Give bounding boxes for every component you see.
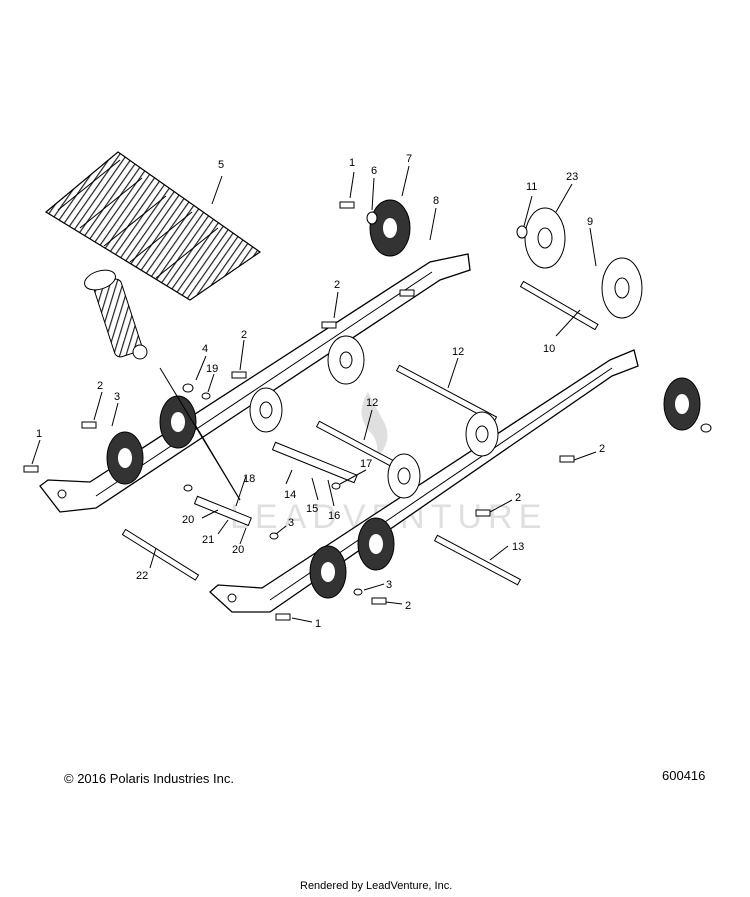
callout-13: 13 bbox=[512, 541, 524, 553]
callout-18: 18 bbox=[243, 473, 255, 485]
copyright-notice: © 2016 Polaris Industries Inc. bbox=[64, 771, 234, 786]
callout-4: 4 bbox=[202, 343, 208, 355]
callout-8: 8 bbox=[433, 195, 439, 207]
shock-absorber-part bbox=[84, 269, 148, 360]
callout-22: 22 bbox=[136, 570, 148, 582]
cross-shafts bbox=[121, 280, 599, 586]
callout-19: 19 bbox=[206, 363, 218, 375]
idler-wheels bbox=[106, 199, 701, 599]
callout-6: 6 bbox=[371, 165, 377, 177]
callout-1a: 1 bbox=[349, 157, 355, 169]
callout-2b: 2 bbox=[241, 329, 247, 341]
callout-15: 15 bbox=[306, 503, 318, 515]
callout-5: 5 bbox=[218, 159, 224, 171]
callout-2a: 2 bbox=[334, 279, 340, 291]
callout-17: 17 bbox=[360, 458, 372, 470]
callout-21: 21 bbox=[202, 534, 214, 546]
callout-1c: 1 bbox=[315, 618, 321, 630]
callout-1b: 1 bbox=[36, 428, 42, 440]
callout-9: 9 bbox=[587, 216, 593, 228]
callout-20a: 20 bbox=[182, 514, 194, 526]
callout-14: 14 bbox=[284, 489, 296, 501]
callout-3c: 3 bbox=[386, 579, 392, 591]
rendered-by-credit: Rendered by LeadVenture, Inc. bbox=[300, 880, 453, 892]
callout-3a: 3 bbox=[114, 391, 120, 403]
left-rail-assembly bbox=[39, 253, 471, 513]
callout-numbers: 5 1 6 7 8 11 23 9 10 2 2 4 19 2 3 1 12 1… bbox=[36, 153, 605, 630]
callout-2c: 2 bbox=[97, 380, 103, 392]
callout-7: 7 bbox=[406, 153, 412, 165]
callout-3b: 3 bbox=[288, 517, 294, 529]
callout-2f: 2 bbox=[405, 600, 411, 612]
hardware-bolts bbox=[23, 201, 712, 621]
leader-lines bbox=[31, 165, 597, 623]
callout-12a: 12 bbox=[452, 346, 464, 358]
diagram-number: 600416 bbox=[662, 768, 706, 783]
callout-23: 23 bbox=[566, 171, 578, 183]
track-part bbox=[44, 151, 262, 301]
callout-11: 11 bbox=[526, 181, 537, 193]
callout-20b: 20 bbox=[232, 544, 244, 556]
callout-10: 10 bbox=[543, 343, 555, 355]
callout-2e: 2 bbox=[515, 492, 521, 504]
callout-16: 16 bbox=[328, 510, 340, 522]
callout-2d: 2 bbox=[599, 443, 605, 455]
callout-12b: 12 bbox=[366, 397, 378, 409]
